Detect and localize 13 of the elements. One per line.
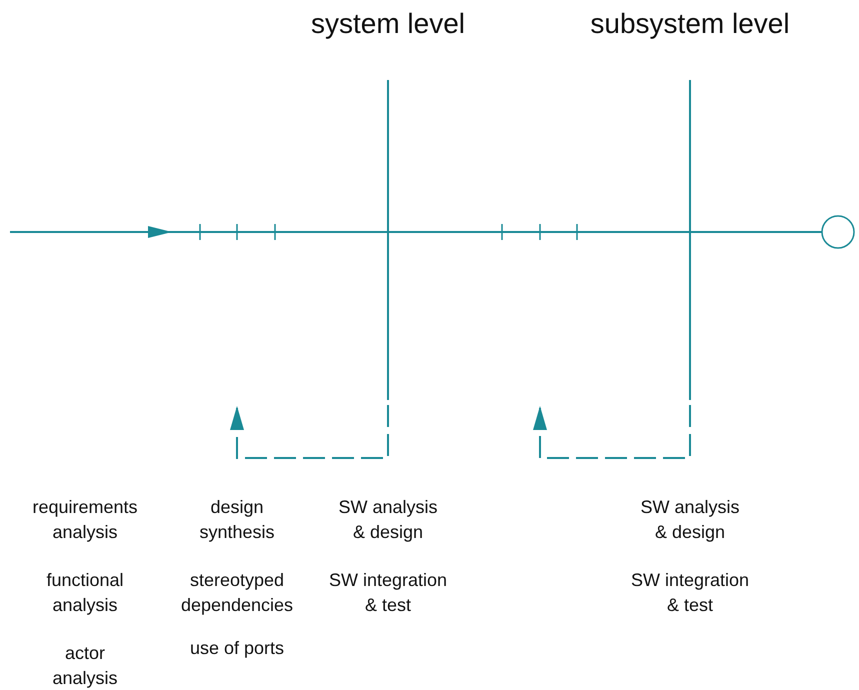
activity-label: functional analysis [45, 569, 125, 617]
end-circle [821, 215, 855, 249]
level-heading: subsystem level [589, 8, 791, 40]
activity-label: actor analysis [51, 642, 119, 690]
activity-label: SW integration & test [328, 569, 448, 617]
activity-label: design synthesis [198, 496, 276, 544]
activity-label: SW analysis & design [639, 496, 741, 544]
activity-label: SW analysis & design [337, 496, 439, 544]
activity-label: requirements analysis [31, 496, 139, 544]
activity-label: use of ports [188, 637, 286, 660]
activity-label: SW integration & test [630, 569, 750, 617]
level-heading: system level [310, 8, 466, 40]
activity-label: stereotyped dependencies [180, 569, 294, 617]
